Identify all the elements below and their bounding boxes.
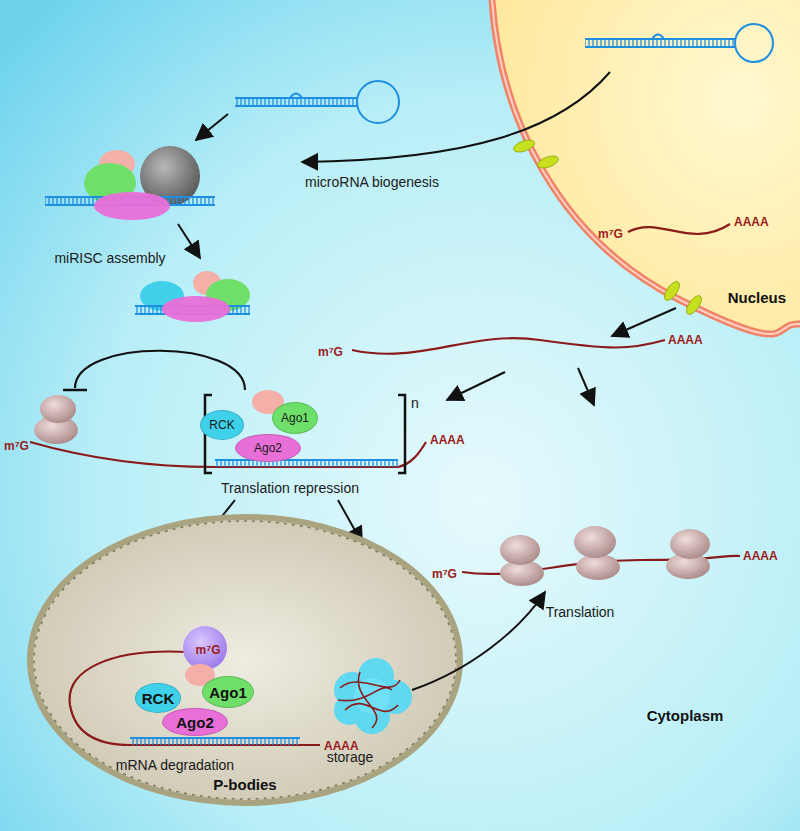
protein-name: Ago2 xyxy=(254,441,282,455)
nuclear-pore xyxy=(512,138,704,317)
process-label: microRNA biogenesis xyxy=(305,174,439,190)
protein-name: RCK xyxy=(142,690,175,707)
protein-oval: Ago2 xyxy=(235,434,301,462)
process-label: Translation repression xyxy=(221,480,359,496)
region-title: Nucleus xyxy=(728,289,786,306)
stored-mrna xyxy=(334,658,412,734)
repeat-count: n xyxy=(411,395,419,411)
nuclear-envelope-inner xyxy=(492,0,800,334)
polya-label: AAAA xyxy=(734,215,769,229)
ribosome xyxy=(500,526,710,586)
protein-name: RCK xyxy=(209,418,234,432)
protein-name: Ago1 xyxy=(209,684,247,701)
decapping-enzyme xyxy=(183,626,227,670)
protein-oval: RCK xyxy=(135,683,182,713)
mrna xyxy=(628,224,730,234)
ribosome xyxy=(34,395,78,444)
mirna-duplex xyxy=(215,460,398,467)
mrna xyxy=(352,338,665,354)
nuclear-envelope xyxy=(492,0,800,334)
polya-label: AAAA xyxy=(668,333,703,347)
polya-label: AAAA xyxy=(430,433,465,447)
protein-oval: Ago1 xyxy=(272,402,318,434)
mirna-duplex xyxy=(130,738,300,745)
mrna xyxy=(70,652,320,745)
cap-label: m⁷G xyxy=(196,643,221,657)
protein-complex xyxy=(135,271,250,322)
protein-oval: RCK xyxy=(200,410,244,440)
hairpin-rna xyxy=(235,81,399,123)
region-title: P-bodies xyxy=(213,776,276,793)
cap-label: m⁷G xyxy=(4,439,29,453)
p-body xyxy=(30,517,460,803)
p-body-region: P-bodies RCK Ago1Ago2 xyxy=(30,517,460,803)
nucleus-region: Nucleus xyxy=(560,0,796,308)
process-label: storage xyxy=(327,749,374,765)
polya-label: AAAA xyxy=(743,549,778,563)
nucleus-fill xyxy=(492,0,800,334)
arrow xyxy=(412,592,545,690)
bracket xyxy=(398,395,405,473)
protein-name: Ago2 xyxy=(176,714,214,731)
protein-oval: Ago2 xyxy=(162,708,228,736)
protein-oval: Ago1 xyxy=(202,676,254,708)
inhibition-line xyxy=(75,351,245,390)
process-label: Translation xyxy=(546,604,615,620)
hairpin-rna xyxy=(585,24,773,62)
mrna xyxy=(30,442,426,467)
arrow xyxy=(178,224,200,258)
cap-label: m⁷G xyxy=(432,567,457,581)
process-label: mRNA degradation xyxy=(116,757,234,773)
p-body-texture xyxy=(34,521,456,799)
protein-name: Ago1 xyxy=(281,411,309,425)
arrow xyxy=(302,72,610,162)
inhibition-bar xyxy=(63,389,87,392)
process-label: miRISC assembly xyxy=(54,250,165,266)
arrow xyxy=(612,308,676,336)
cap-label: m⁷G xyxy=(318,345,343,359)
arrow xyxy=(578,368,594,405)
compartment-label: Cytoplasm xyxy=(647,707,724,724)
arrow xyxy=(196,114,228,140)
protein-complex xyxy=(45,146,215,220)
arrow xyxy=(447,372,505,400)
cap-label: m⁷G xyxy=(598,227,623,241)
